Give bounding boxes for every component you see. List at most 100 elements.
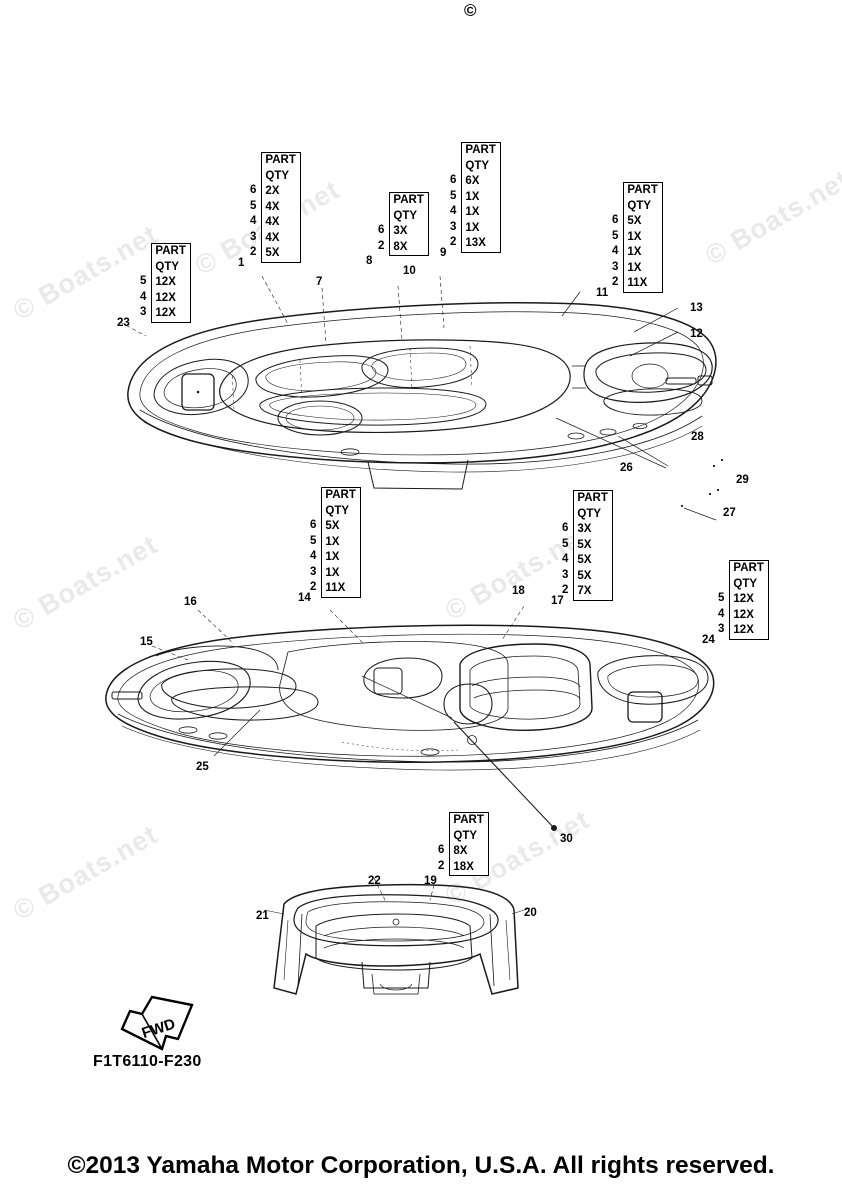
part-index: 4 xyxy=(612,245,619,257)
part-qty-value: 12X xyxy=(155,307,176,319)
part-index-column: 0065432 xyxy=(562,490,568,599)
part-index-column: 00543 xyxy=(718,560,724,638)
part-qty-value: 5X xyxy=(577,554,592,566)
part-index: 4 xyxy=(140,290,147,303)
part-index-column: 0062 xyxy=(378,192,384,254)
part-table-trailing-callout: 17 xyxy=(551,595,564,607)
part-index: 2 xyxy=(310,581,317,593)
part-index-column: 00543 xyxy=(140,243,146,321)
part-qty-value: 5X xyxy=(325,520,340,532)
part-qty-value: 1X xyxy=(325,535,340,548)
part-qty-value: 3X xyxy=(577,523,592,535)
part-index: 6 xyxy=(612,214,619,226)
callout-number: 13 xyxy=(690,302,703,314)
part-index: 4 xyxy=(450,205,457,217)
part-index: 2 xyxy=(562,584,569,596)
part-table-header: QTY xyxy=(733,577,758,590)
part-index: 6 xyxy=(562,522,569,534)
part-index: 4 xyxy=(718,607,725,620)
part-index: 2 xyxy=(450,236,457,248)
part-table-19: 0062PARTQTY8X18X xyxy=(438,812,489,876)
part-table-trailing-callout: 1 xyxy=(238,257,245,269)
watermark: © Boats.net xyxy=(700,164,842,271)
part-index: 5 xyxy=(612,229,619,242)
part-qty-value: 8X xyxy=(453,845,468,857)
part-index-column: 0065432 xyxy=(310,487,316,596)
fwd-direction-indicator: FWD xyxy=(112,995,198,1058)
callout-number: 21 xyxy=(256,910,269,922)
part-qty-value: 12X xyxy=(733,624,754,636)
part-table-header: PART xyxy=(155,245,186,257)
callout-number: 30 xyxy=(560,833,573,845)
part-qty-value: 1X xyxy=(627,246,642,258)
part-index: 3 xyxy=(562,568,569,581)
part-index-column: 0062 xyxy=(438,812,444,874)
part-qty-value: 1X xyxy=(465,206,480,218)
part-table-header: PART xyxy=(265,154,296,166)
part-table-8: 0062PARTQTY3X8X xyxy=(378,192,429,256)
part-index: 3 xyxy=(140,306,147,318)
top-copyright-mark: © xyxy=(464,1,477,20)
part-qty-value: 12X xyxy=(155,276,176,288)
part-table-trailing-callout: 23 xyxy=(117,317,130,329)
part-table-header: PART xyxy=(733,562,764,574)
part-table-header: QTY xyxy=(453,829,478,842)
part-qty-value: 12X xyxy=(155,291,176,304)
copyright-footer: ©2013 Yamaha Motor Corporation, U.S.A. A… xyxy=(67,1152,775,1179)
callout-number: 25 xyxy=(196,761,209,773)
part-table-11: 0065432PARTQTY5X1X1X1X11X xyxy=(612,182,663,293)
part-index: 5 xyxy=(718,592,725,604)
callout-number: 12 xyxy=(690,328,703,340)
part-table-header: PART xyxy=(627,184,658,196)
part-table-1: 0065432PARTQTY2X4X4X4X5X xyxy=(250,152,301,263)
boat-deck-drawing-upper xyxy=(110,270,730,521)
part-table-trailing-callout: 9 xyxy=(440,247,447,259)
part-qty-value: 7X xyxy=(577,585,592,597)
part-table-header: PART xyxy=(325,489,356,501)
part-index: 6 xyxy=(438,844,445,856)
part-index: 4 xyxy=(250,215,257,227)
part-qty-value: 1X xyxy=(325,551,340,563)
callout-number: 7 xyxy=(316,276,323,288)
part-qty-value: 11X xyxy=(627,277,648,289)
part-index: 5 xyxy=(562,537,569,550)
part-table-header: PART xyxy=(393,194,424,206)
part-qty-value: 1X xyxy=(627,261,642,274)
callout-number: 10 xyxy=(403,265,416,277)
part-table-24: 00543PARTQTY12X12X12X xyxy=(718,560,769,640)
part-index: 3 xyxy=(310,565,317,578)
part-table-trailing-callout: 8 xyxy=(366,255,373,267)
part-table-header: PART xyxy=(465,144,496,156)
part-qty-value: 1X xyxy=(627,230,642,243)
part-index: 3 xyxy=(718,623,725,635)
part-table-header: QTY xyxy=(627,199,652,212)
part-qty-value: 12X xyxy=(733,608,754,621)
part-index: 3 xyxy=(612,260,619,273)
part-index: 4 xyxy=(310,550,317,562)
callout-number: 16 xyxy=(184,596,197,608)
part-index: 4 xyxy=(562,553,569,565)
part-table-trailing-callout: 11 xyxy=(596,287,609,299)
part-index-column: 0065432 xyxy=(450,142,456,251)
part-qty-value: 3X xyxy=(393,225,408,237)
part-qty-value: 4X xyxy=(265,216,280,228)
part-qty-value: 2X xyxy=(265,185,280,197)
watermark: © Boats.net xyxy=(8,819,163,926)
callout-number: 18 xyxy=(512,585,525,597)
part-index: 3 xyxy=(450,220,457,233)
part-index: 2 xyxy=(378,239,385,252)
part-table-trailing-callout: 19 xyxy=(424,875,437,887)
part-qty-value: 5X xyxy=(577,538,592,551)
part-table-header: QTY xyxy=(577,507,602,520)
part-index: 6 xyxy=(250,184,257,196)
part-table-17: 0065432PARTQTY3X5X5X5X7X xyxy=(562,490,613,601)
part-table-trailing-callout: 14 xyxy=(298,592,311,604)
callout-number: 26 xyxy=(620,462,633,474)
part-index: 5 xyxy=(140,275,147,287)
part-qty-value: 8X xyxy=(393,240,408,253)
